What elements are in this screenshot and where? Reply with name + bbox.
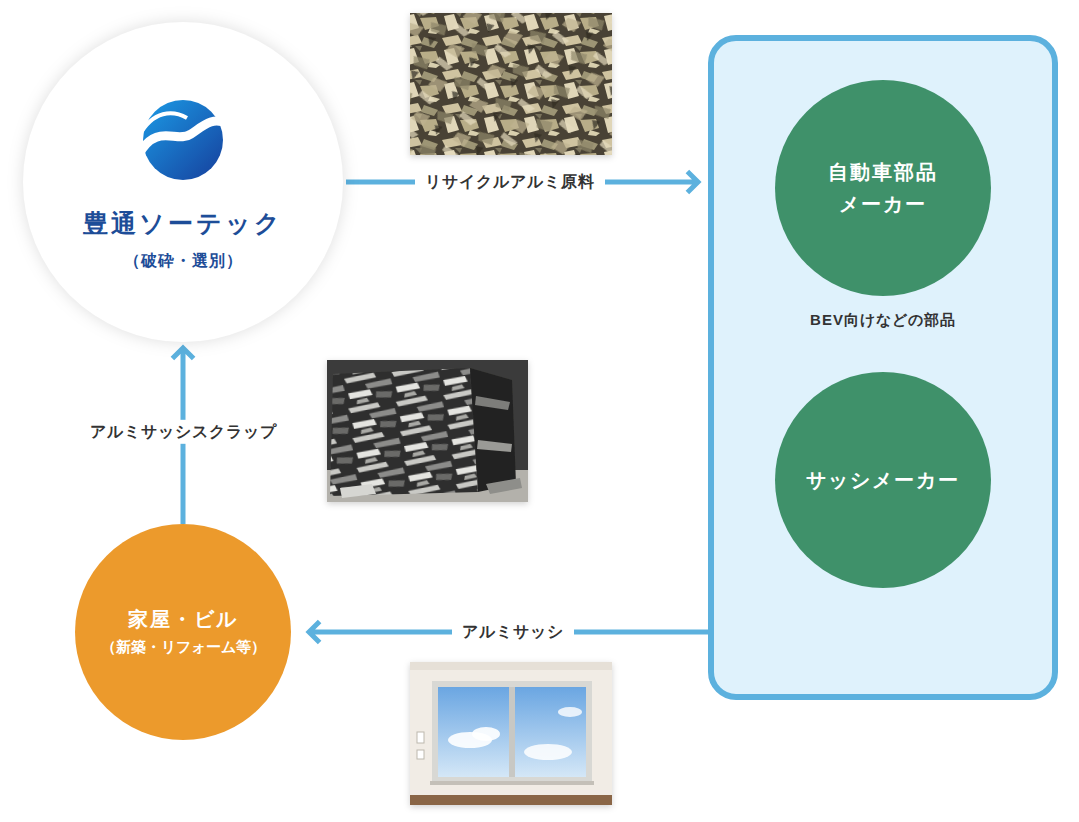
- room-wall: [410, 662, 612, 805]
- room-floor: [410, 795, 612, 805]
- bale-background: [327, 360, 528, 502]
- circle-fill: [775, 372, 991, 588]
- window-photo: [410, 662, 612, 805]
- manufacturer-panel: 自動車部品 メーカーBEV向けなどの部品サッシメーカー: [708, 35, 1058, 700]
- circle-fill: [75, 524, 291, 740]
- cloud: [524, 744, 572, 760]
- wall-switch: [417, 732, 424, 743]
- node-label: 家屋・ビル: [128, 606, 238, 632]
- text-wrap: 自動車部品 メーカー: [775, 80, 991, 296]
- bale-photo: [327, 360, 528, 502]
- strip: [475, 396, 510, 410]
- strip: [486, 478, 522, 494]
- node-sublabel: （新築・リフォーム等）: [101, 638, 266, 658]
- company-role: （破砕・選別）: [124, 251, 243, 272]
- window-frame: [432, 681, 592, 783]
- text-wrap: 家屋・ビル （新築・リフォーム等）: [75, 524, 291, 740]
- flow-label: アルミサッシ: [452, 620, 574, 644]
- strip: [340, 484, 376, 498]
- cloud: [558, 707, 582, 717]
- cloud: [472, 727, 500, 741]
- scrap-photo: [410, 13, 612, 155]
- logo-swoosh: [139, 121, 227, 154]
- circle-fill: [23, 22, 343, 342]
- scrap-bale: [330, 368, 478, 496]
- window-pane: [514, 687, 586, 777]
- logo-swoosh: [139, 113, 187, 136]
- building-circle: 家屋・ビル （新築・リフォーム等）: [75, 524, 291, 740]
- text-wrap: [714, 41, 1052, 694]
- window-pane: [438, 687, 510, 777]
- scrap-pile: [410, 13, 612, 155]
- window-sill: [430, 781, 594, 785]
- strip: [477, 440, 512, 452]
- manufacturer-circle: 自動車部品 メーカーBEV向けなどの部品: [775, 80, 991, 296]
- manufacturer-circle: サッシメーカー: [775, 372, 991, 588]
- circle-fill: [775, 80, 991, 296]
- circle-shape: [775, 80, 991, 296]
- circle-shape: [23, 22, 343, 342]
- company-name: 豊通ソーテック: [83, 208, 283, 241]
- company-logo: [138, 95, 228, 185]
- scrap-pile: [410, 13, 612, 155]
- node-label: サッシメーカー: [806, 467, 960, 493]
- node-label: 自動車部品 メーカー: [817, 156, 949, 220]
- room-ceiling: [410, 662, 612, 670]
- flow-label: アルミサッシスクラップ: [80, 420, 287, 444]
- text-wrap: 豊通ソーテック （破砕・選別）: [23, 22, 343, 342]
- company-circle: 豊通ソーテック （破砕・選別）: [23, 22, 343, 342]
- flow-label: リサイクルアルミ原料: [415, 170, 605, 194]
- circle-shape: [75, 524, 291, 740]
- window-mullion: [509, 687, 515, 777]
- text-wrap: サッシメーカー: [775, 372, 991, 588]
- node-caption: BEV向けなどの部品: [810, 311, 956, 330]
- wall-switch: [417, 750, 424, 759]
- bale-side: [470, 368, 516, 492]
